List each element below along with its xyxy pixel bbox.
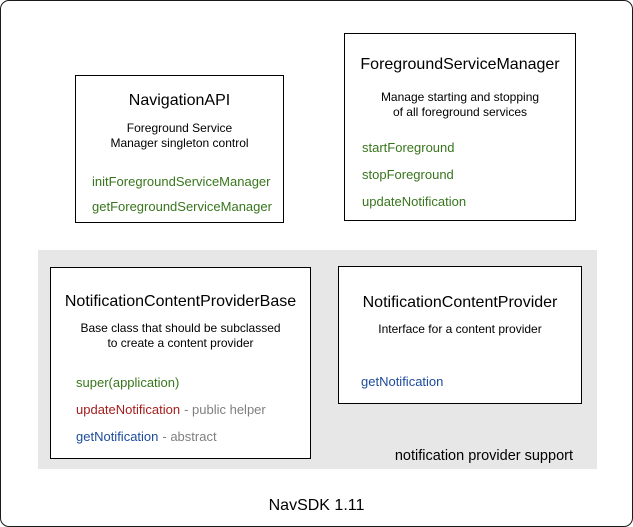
class-box-notification-content-provider-base: NotificationContentProviderBase Base cla… bbox=[50, 267, 311, 459]
class-description-navigation-api: Foreground Service Manager singleton con… bbox=[76, 121, 283, 151]
method-annotation: - abstract bbox=[162, 429, 217, 444]
method-list: startForeground stopForeground updateNot… bbox=[345, 140, 575, 210]
method-stop-foreground: stopForeground bbox=[362, 167, 454, 182]
method-list: getNotification bbox=[339, 374, 581, 390]
description-line: Manager singleton control bbox=[110, 136, 249, 150]
class-title-notification-content-provider-base: NotificationContentProviderBase bbox=[64, 293, 297, 310]
class-box-navigation-api: NavigationAPI Foreground Service Manager… bbox=[75, 75, 284, 223]
method-list: initForegroundServiceManager getForegrou… bbox=[76, 174, 283, 215]
method-annotation: - public helper bbox=[184, 402, 266, 417]
class-title-navigation-api: NavigationAPI bbox=[128, 92, 231, 109]
method-get-foreground-service-manager: getForegroundServiceManager bbox=[92, 199, 272, 214]
class-description-foreground-service-manager: Manage starting and stopping of all fore… bbox=[345, 90, 575, 120]
description-line: Manage starting and stopping bbox=[380, 90, 540, 104]
method-super-application: super(application) bbox=[76, 375, 180, 390]
description-line: to create a content provider bbox=[107, 336, 254, 350]
method-update-notification: updateNotification bbox=[362, 194, 467, 209]
method-update-notification: updateNotification- public helper bbox=[76, 402, 266, 417]
class-description-notification-content-provider-base: Base class that should be subclassed to … bbox=[51, 321, 310, 351]
method-get-notification: getNotification bbox=[361, 374, 444, 389]
class-title-foreground-service-manager: ForegroundServiceManager bbox=[360, 56, 560, 73]
class-title-notification-content-provider: NotificationContentProvider bbox=[362, 294, 558, 311]
group-label: notification provider support bbox=[394, 448, 573, 464]
description-line: of all foreground services bbox=[392, 105, 528, 119]
method-list: super(application) updateNotification- p… bbox=[51, 375, 310, 445]
method-start-foreground: startForeground bbox=[362, 140, 455, 155]
description-line: Interface for a content provider bbox=[378, 322, 542, 336]
class-description-notification-content-provider: Interface for a content provider bbox=[339, 322, 581, 337]
sdk-version-label: NavSDK 1.11 bbox=[268, 497, 365, 514]
class-box-notification-content-provider: NotificationContentProvider Interface fo… bbox=[338, 266, 582, 404]
class-box-foreground-service-manager: ForegroundServiceManager Manage starting… bbox=[344, 33, 576, 221]
method-get-notification: getNotification- abstract bbox=[76, 429, 217, 444]
description-line: Foreground Service bbox=[126, 121, 233, 135]
description-line: Base class that should be subclassed bbox=[80, 321, 281, 335]
method-init-foreground-service-manager: initForegroundServiceManager bbox=[92, 174, 271, 189]
